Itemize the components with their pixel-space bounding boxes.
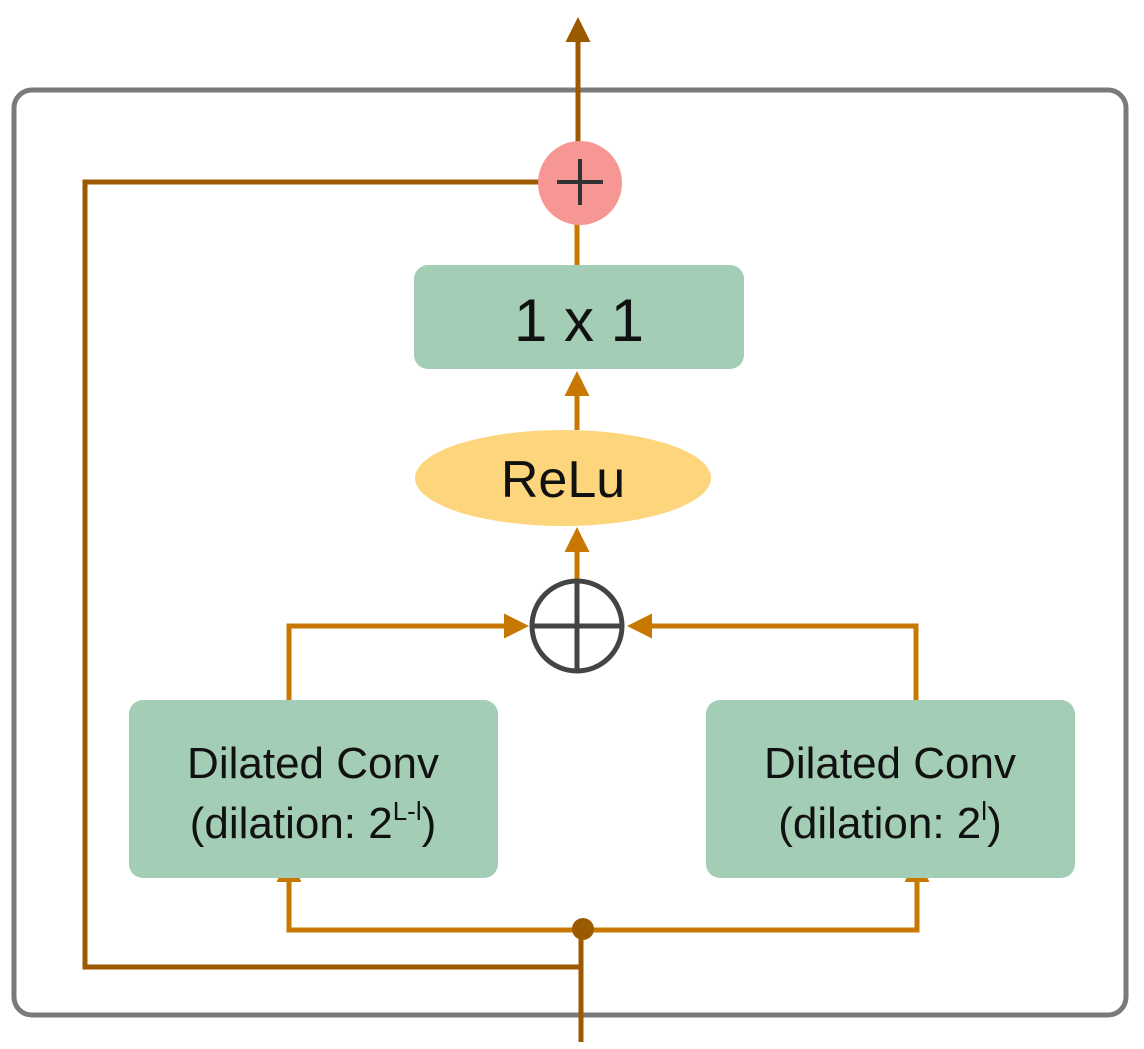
dilated-conv-left-box: [129, 700, 498, 878]
dilated-conv-left-title: Dilated Conv: [187, 739, 439, 788]
conv1x1-label: 1 x 1: [514, 287, 644, 354]
split-line-left: [276, 857, 581, 933]
conv1x1-box: [414, 265, 744, 369]
split-line-right: [581, 857, 930, 933]
right-conv-to-sum-line: [627, 613, 919, 700]
sum-node: [529, 578, 625, 674]
dilated-conv-right-box: [706, 700, 1075, 878]
left-conv-to-sum-line: [286, 613, 529, 700]
residual-add-plus-icon: [557, 159, 603, 205]
block-frame: [11, 87, 1129, 1018]
relu-label: ReLu: [501, 451, 625, 509]
residual-skip-line: [82, 179, 581, 970]
relu-ellipse: [415, 430, 711, 526]
dilated-conv-right-title: Dilated Conv: [764, 739, 1016, 788]
dilated-conv-right-dilation: (dilation: 2l): [778, 796, 1001, 848]
dilated-conv-left-dilation: (dilation: 2L-l): [190, 796, 437, 848]
split-junction-dot: [572, 918, 594, 940]
